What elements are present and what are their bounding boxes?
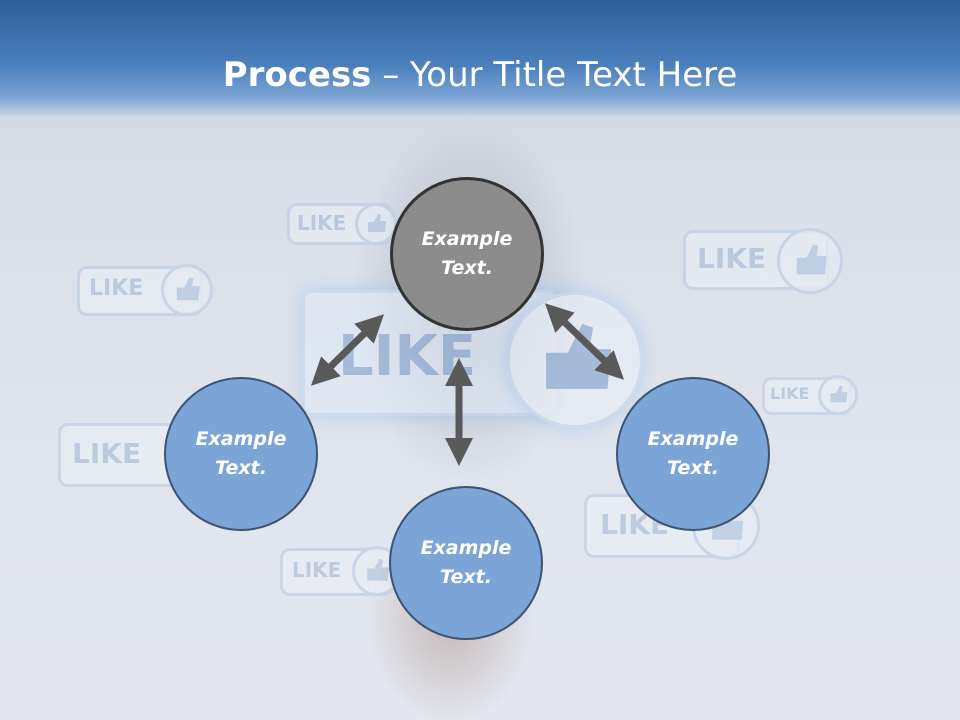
title-rest: – Your Title Text Here: [371, 55, 738, 95]
like-badge-bg: LIKE: [762, 375, 858, 415]
process-node-top[interactable]: Example Text.: [390, 177, 544, 331]
arrow-top-left: [311, 314, 384, 386]
process-node-bottom[interactable]: Example Text.: [389, 486, 543, 640]
process-node-left[interactable]: Example Text.: [164, 377, 318, 531]
node-label: Example Text.: [647, 428, 739, 479]
title-bold: Process: [222, 55, 372, 95]
arrow-top-right: [544, 303, 625, 380]
node-label: Example Text.: [420, 537, 512, 588]
thumbs-up-icon: [818, 375, 858, 415]
like-badge-bg: LIKE: [683, 228, 843, 296]
node-label: Example Text.: [195, 428, 287, 479]
like-badge-bg: LIKE: [77, 264, 213, 318]
thumbs-up-icon: [161, 264, 213, 316]
node-label: Example Text.: [421, 228, 513, 279]
page-title: Process – Your Title Text Here: [0, 55, 960, 95]
like-badge-bg: LIKE: [58, 423, 179, 487]
process-node-right[interactable]: Example Text.: [616, 377, 770, 531]
title-banner: [0, 0, 960, 118]
thumbs-up-icon: [777, 228, 843, 294]
